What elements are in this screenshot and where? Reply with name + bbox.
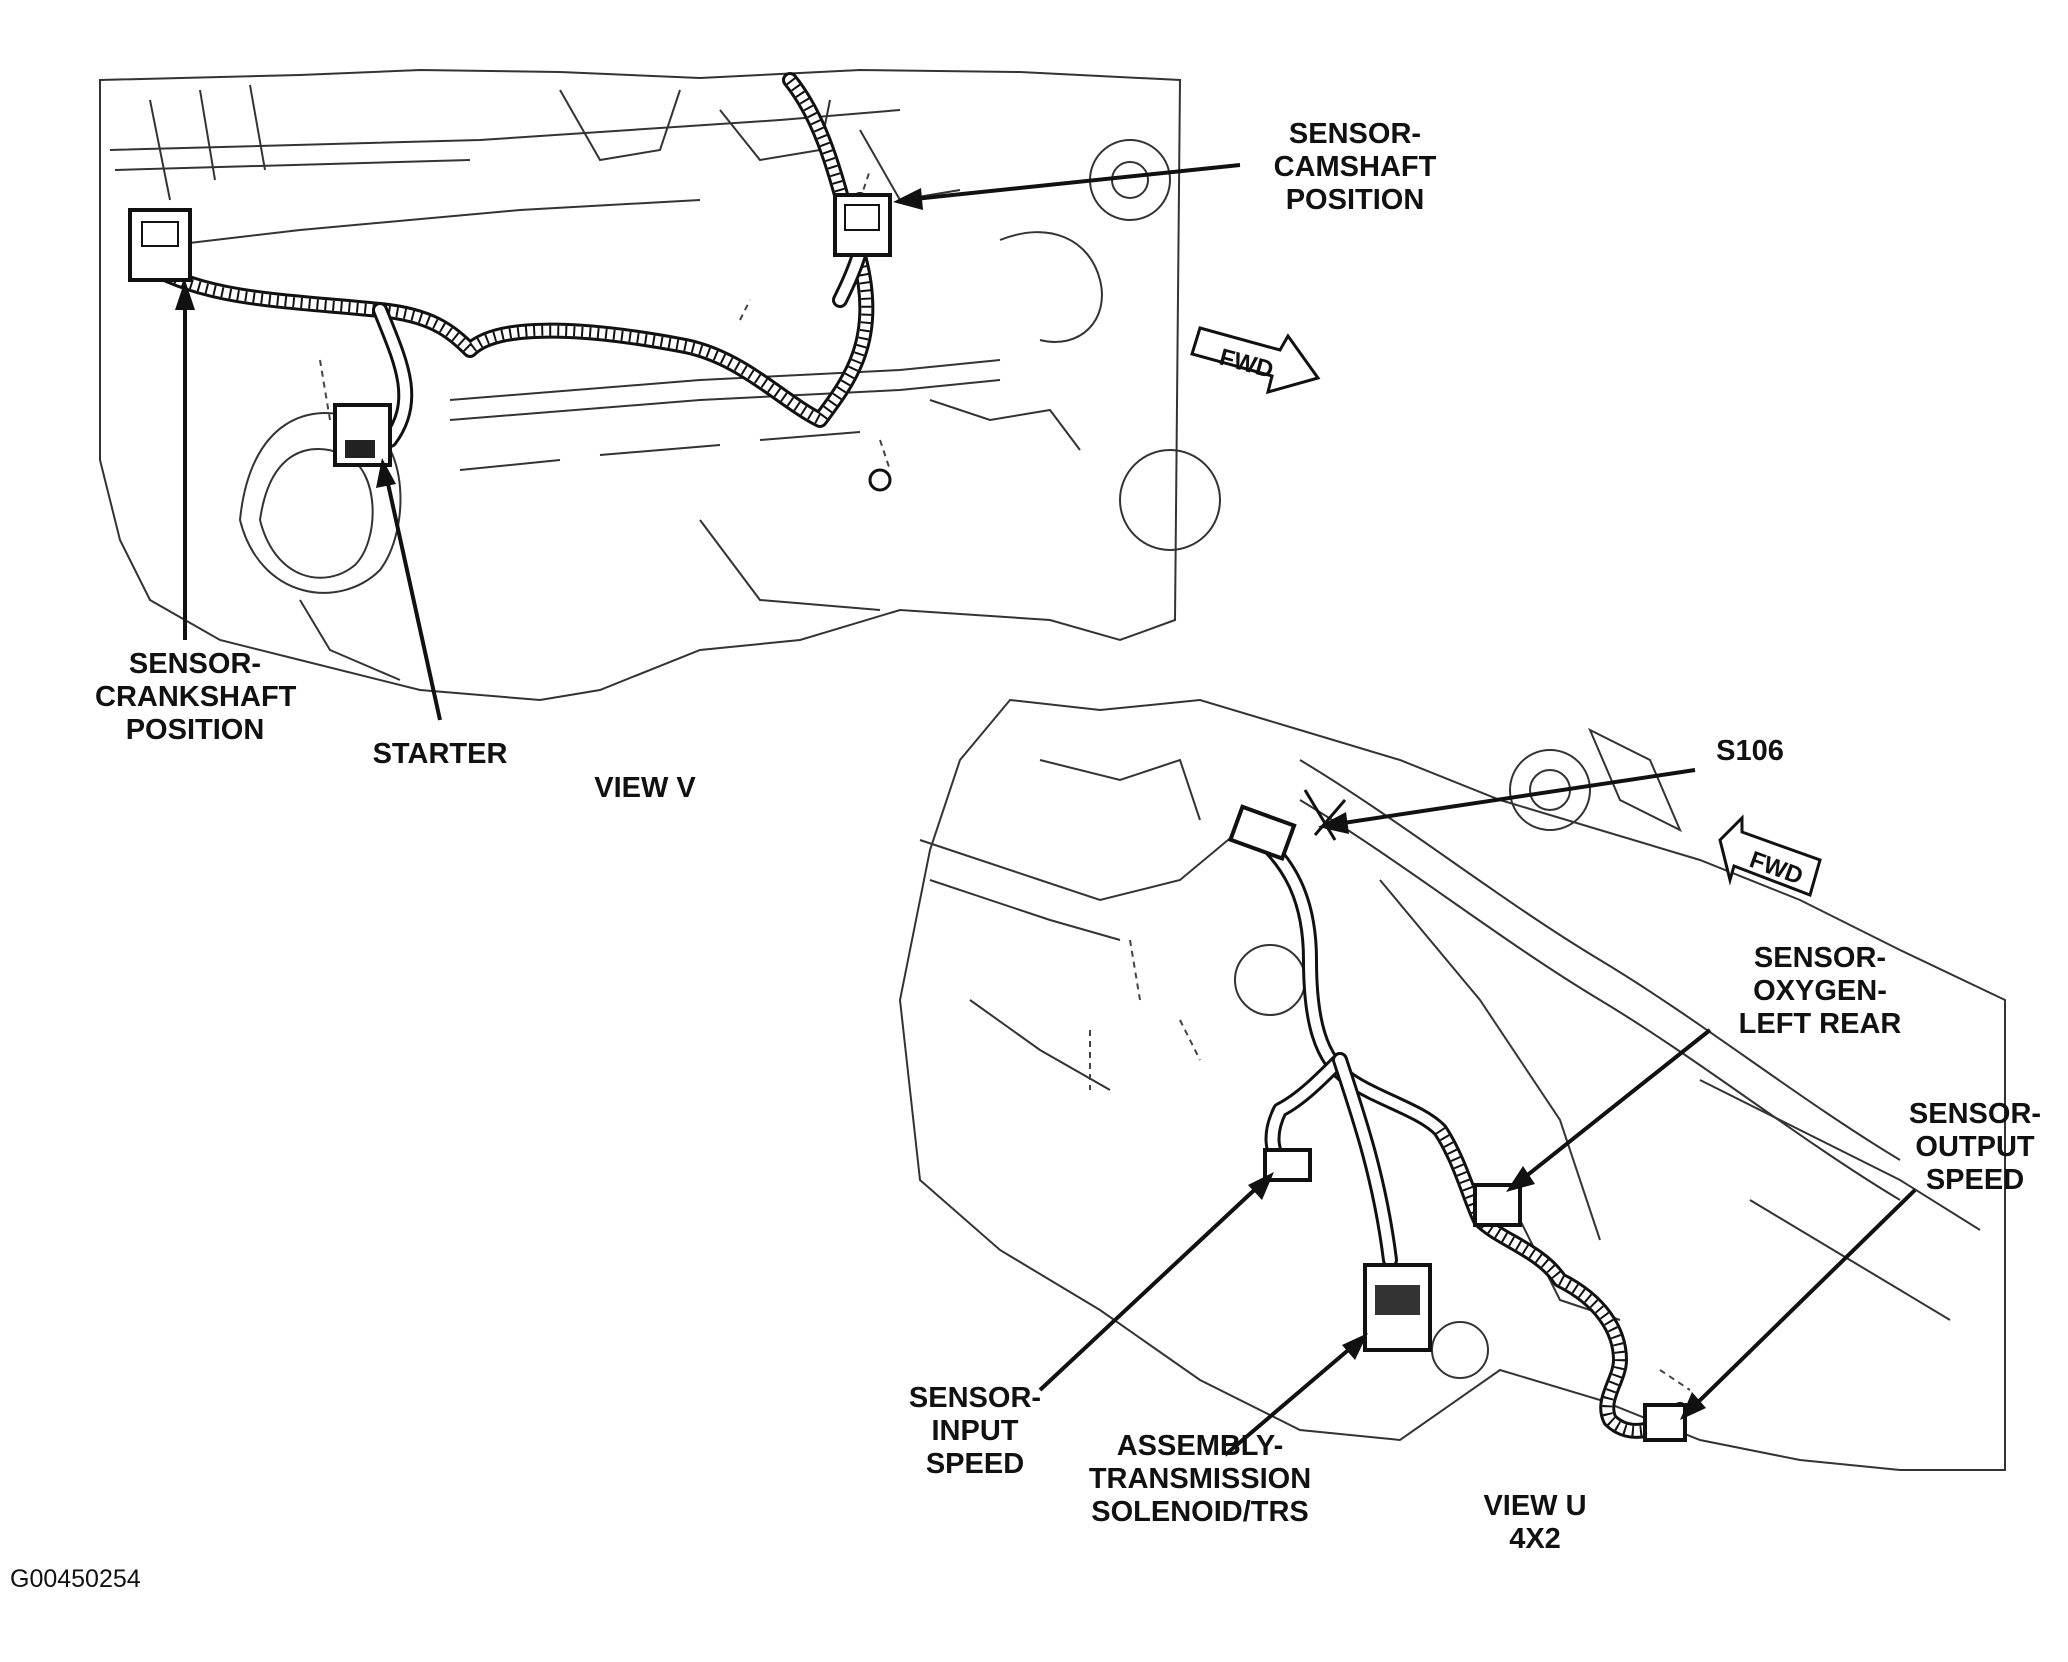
figure-code: G00450254 [10, 1565, 141, 1593]
output-speed-sensor-connector [1643, 1403, 1687, 1442]
view-v-engine-drawing: FWD [99, 68, 1321, 721]
s106-connector [1227, 804, 1297, 862]
label-view-v: VIEW V [594, 772, 696, 804]
label-s106: S106 [1716, 735, 1784, 767]
label-oxygen-sensor-left-rear: SENSOR-OXYGEN-LEFT REAR [1738, 942, 1902, 1040]
fwd-arrow-view-v: FWD [1190, 326, 1321, 395]
label-starter: STARTER [372, 738, 508, 770]
oxygen-sensor-connector [1473, 1183, 1522, 1227]
starter-connector [333, 403, 392, 467]
view-u-transmission-drawing: FWD [898, 698, 2006, 1471]
fwd-arrow-view-u: FWD [1718, 814, 1822, 897]
